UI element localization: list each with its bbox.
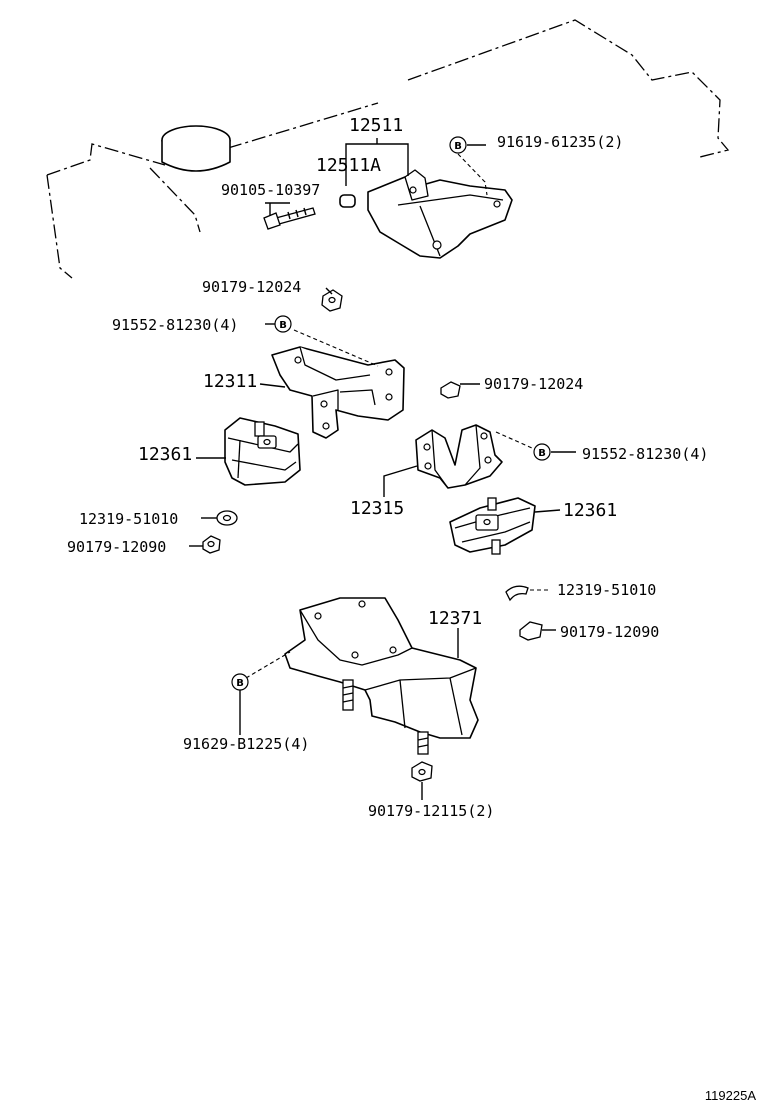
part-12319-51010-washer-a xyxy=(216,510,238,526)
label-90179-12090-b: 90179-12090 xyxy=(560,623,659,641)
part-12319-51010-washer-b xyxy=(505,585,529,602)
part-90105-10397-bolt xyxy=(263,207,316,230)
leader-lines xyxy=(189,138,576,800)
part-12361-insulator-a xyxy=(224,417,301,486)
label-12511: 12511 xyxy=(349,115,403,136)
label-90179-12024-b: 90179-12024 xyxy=(484,375,583,393)
svg-text:B: B xyxy=(279,320,287,331)
part-12511a-collar xyxy=(339,194,356,208)
engine-phantom-outline xyxy=(46,19,730,279)
part-90179-12024-nut-b xyxy=(440,381,461,399)
label-12315: 12315 xyxy=(350,498,404,519)
label-12371: 12371 xyxy=(428,608,482,629)
part-12371-mount xyxy=(284,597,479,755)
part-90179-12090-nut-a xyxy=(202,535,221,554)
part-90179-12024-nut-a xyxy=(321,289,343,312)
label-91552-81230-a: 91552-81230(4) xyxy=(112,316,238,334)
label-12319-51010-b: 12319-51010 xyxy=(557,581,656,599)
label-91629-b1225: 91629-B1225(4) xyxy=(183,735,309,753)
part-90179-12090-nut-b xyxy=(519,621,543,641)
figure-code: 119225A xyxy=(705,1088,756,1103)
label-12361-b: 12361 xyxy=(563,500,617,521)
label-90105-10397: 90105-10397 xyxy=(221,181,320,199)
label-12361-a: 12361 xyxy=(138,444,192,465)
part-12511-bracket xyxy=(367,169,513,259)
bolt-symbol-91619: B xyxy=(449,136,467,154)
part-labels: 12511 12511A 91619-61235(2) 90105-10397 … xyxy=(67,115,756,1103)
part-12315-bracket xyxy=(415,424,503,489)
bolt-symbol-91552-b: B xyxy=(533,443,551,461)
part-12311-bracket xyxy=(271,346,405,439)
label-91619-61235: 91619-61235(2) xyxy=(497,133,623,151)
oil-filler-cap xyxy=(161,125,231,172)
label-90179-12090-a: 90179-12090 xyxy=(67,538,166,556)
label-12311: 12311 xyxy=(203,371,257,392)
label-12319-51010-a: 12319-51010 xyxy=(79,510,178,528)
label-12511a: 12511A xyxy=(316,155,381,176)
label-90179-12115: 90179-12115(2) xyxy=(368,802,494,820)
svg-text:B: B xyxy=(236,678,244,689)
part-90179-12115-nut xyxy=(411,761,433,782)
part-12361-insulator-b xyxy=(449,497,536,555)
label-90179-12024-a: 90179-12024 xyxy=(202,278,301,296)
svg-text:B: B xyxy=(454,141,462,152)
label-91552-81230-b: 91552-81230(4) xyxy=(582,445,708,463)
svg-text:B: B xyxy=(538,448,546,459)
bolt-symbol-91552-a: B xyxy=(274,315,292,333)
bolt-symbol-91629: B xyxy=(231,673,249,691)
